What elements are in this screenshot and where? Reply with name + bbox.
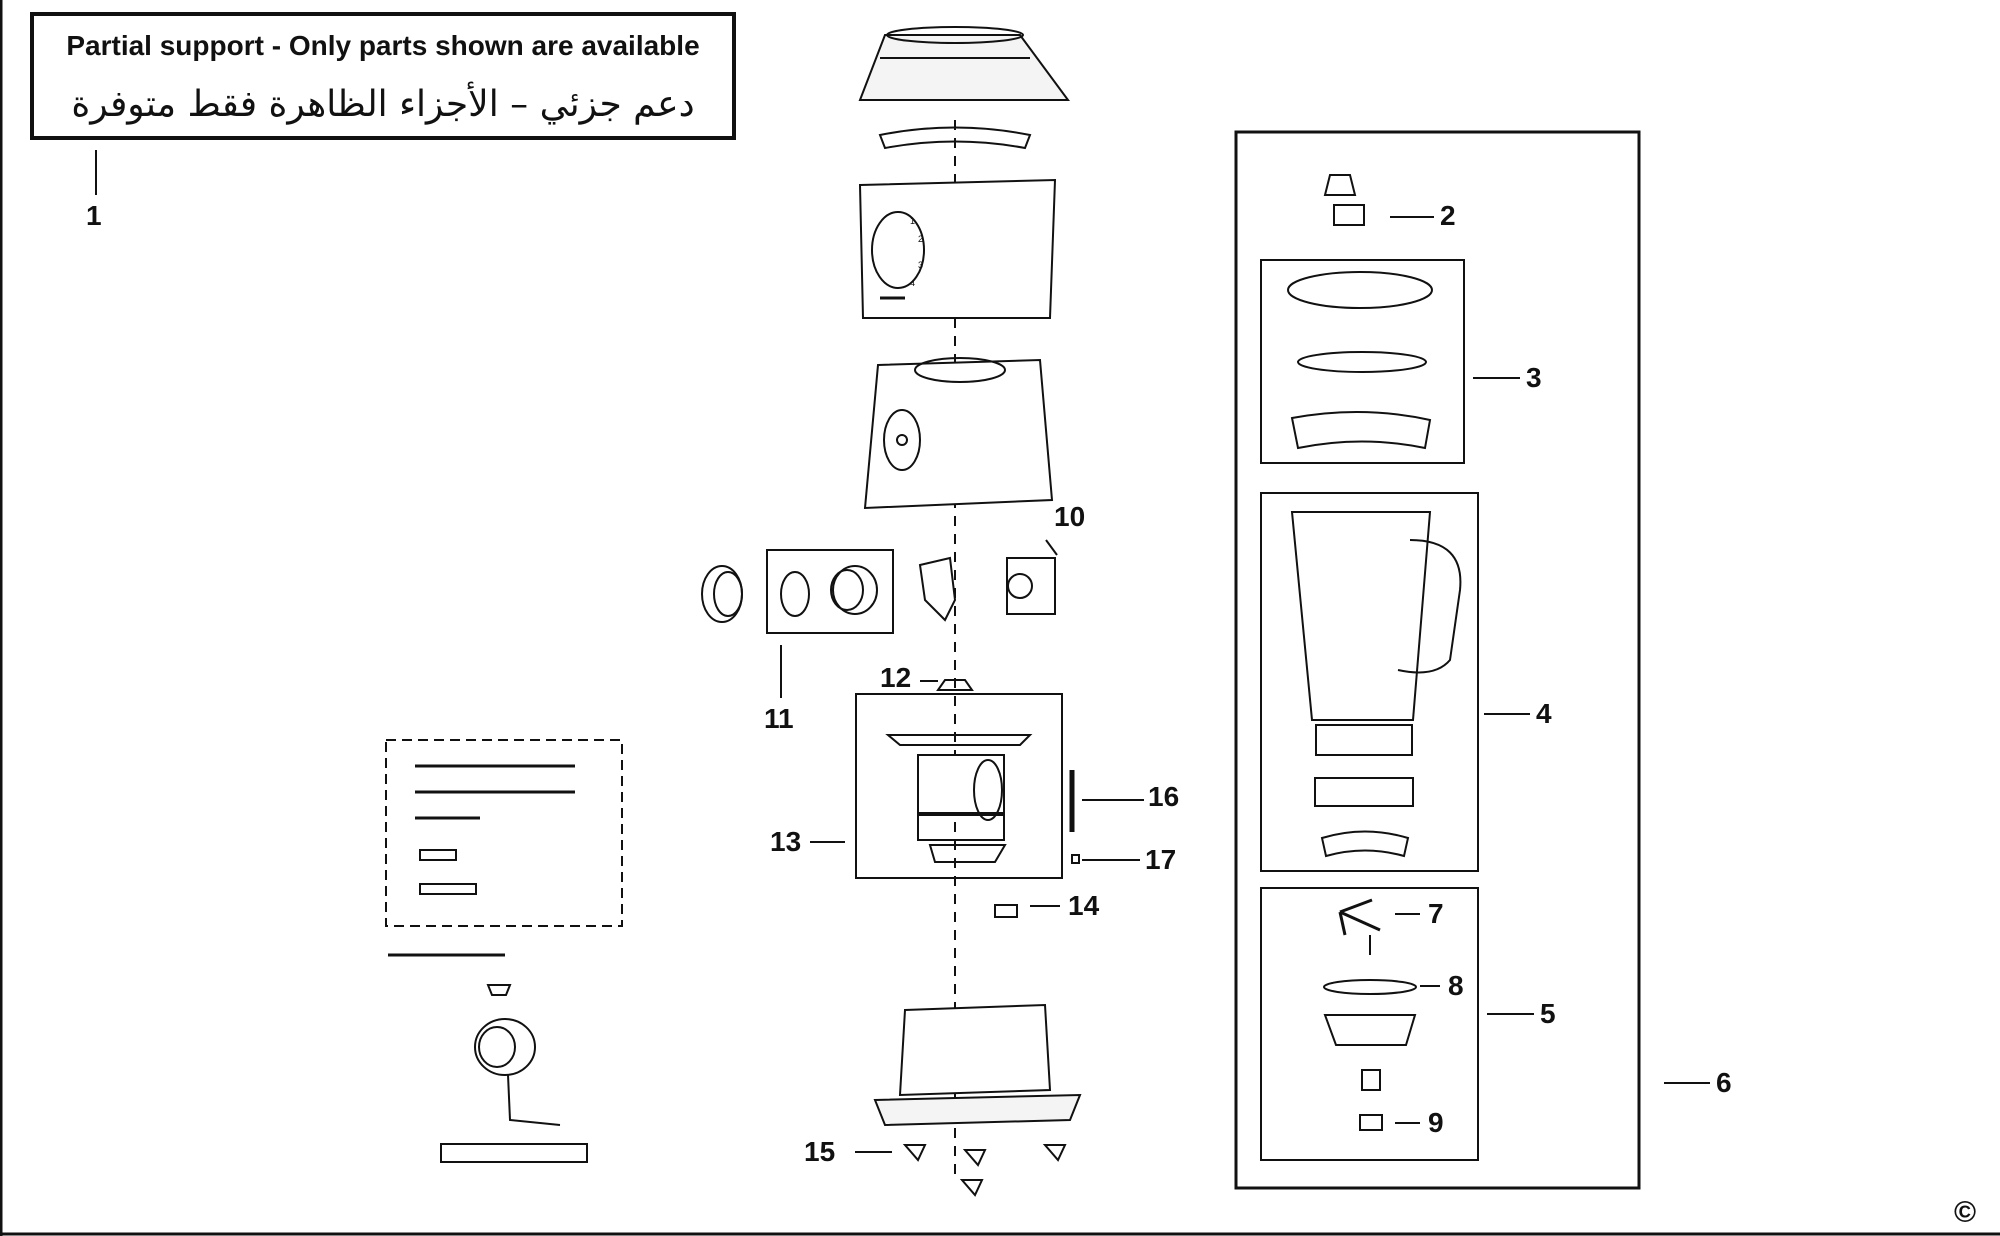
- jar-collar-part: [1314, 777, 1414, 807]
- jar-part: [1290, 511, 1462, 756]
- blade-part: [1338, 898, 1381, 955]
- knob-cap-part: [830, 565, 878, 615]
- spring-part: [1071, 854, 1080, 864]
- callout-7: 7: [1428, 898, 1444, 929]
- blade-group-box: [1260, 887, 1479, 1161]
- speed-dial-1: 1: [910, 216, 915, 226]
- speed-dial-2: 2: [918, 234, 923, 244]
- callout-1: 1: [86, 200, 102, 231]
- motor-part: [885, 734, 1033, 863]
- speed-dial-4: 4: [910, 278, 915, 288]
- callout-11: 11: [764, 703, 794, 734]
- callout-8: 8: [1448, 970, 1464, 1001]
- top-cover-part: [858, 26, 1070, 101]
- callout-4: 4: [1536, 698, 1552, 729]
- callout-16: 16: [1148, 781, 1180, 812]
- jar-seal-part: [1320, 830, 1410, 858]
- label-plate-part: [440, 1143, 588, 1163]
- lid-ring-part: [878, 126, 1032, 150]
- upper-housing-part: [858, 178, 1057, 319]
- callout-10: 10: [1054, 501, 1086, 532]
- callout-3: 3: [1526, 362, 1542, 393]
- micro-switch-part: [994, 904, 1018, 918]
- knob-group-box: [766, 549, 894, 634]
- callout-14: 14: [1068, 890, 1100, 921]
- partial-support-notice: Partial support - Only parts shown are a…: [30, 12, 736, 140]
- blade-seal-part: [1323, 979, 1417, 995]
- callout-17: 17: [1145, 844, 1177, 875]
- notice-arabic-text: دعم جزئي – الأجزاء الظاهرة فقط متوفرة: [71, 84, 695, 125]
- knob-insert-part: [780, 571, 810, 617]
- callout-5: 5: [1540, 998, 1556, 1029]
- cord-wrap-part: [474, 1018, 536, 1076]
- lower-housing-part: [863, 357, 1054, 510]
- callout-15: 15: [804, 1136, 836, 1167]
- base-part: [873, 1003, 1082, 1127]
- callout-13: 13: [770, 826, 802, 857]
- power-cord-part: [507, 1074, 561, 1126]
- filler-cap-part: [1323, 174, 1365, 226]
- jar-group-box: [1260, 492, 1479, 872]
- callout-12: 12: [880, 662, 912, 693]
- jar-assembly-box: [1234, 130, 1641, 1190]
- feet-part: [902, 1144, 1067, 1197]
- cord-sleeve-part: [486, 984, 512, 996]
- callout-9: 9: [1428, 1107, 1444, 1138]
- blade-base-part: [1323, 1014, 1417, 1046]
- drive-coupler-part: [936, 679, 974, 691]
- motor-group-box: [855, 693, 1063, 879]
- drive-gear-part: [1359, 1114, 1383, 1131]
- leader-10: [1045, 539, 1058, 556]
- dial-knob-part: [701, 565, 743, 623]
- accessory-group-box: [385, 739, 623, 927]
- lid-group-box: [1260, 259, 1465, 464]
- copyright-mark: ©: [1954, 1196, 1977, 1229]
- notice-english-text: Partial support - Only parts shown are a…: [66, 30, 700, 61]
- callout-2: 2: [1440, 200, 1456, 231]
- speed-dial-3: 3: [918, 260, 923, 270]
- switch-bracket-part: [918, 556, 957, 622]
- callout-6: 6: [1716, 1067, 1732, 1098]
